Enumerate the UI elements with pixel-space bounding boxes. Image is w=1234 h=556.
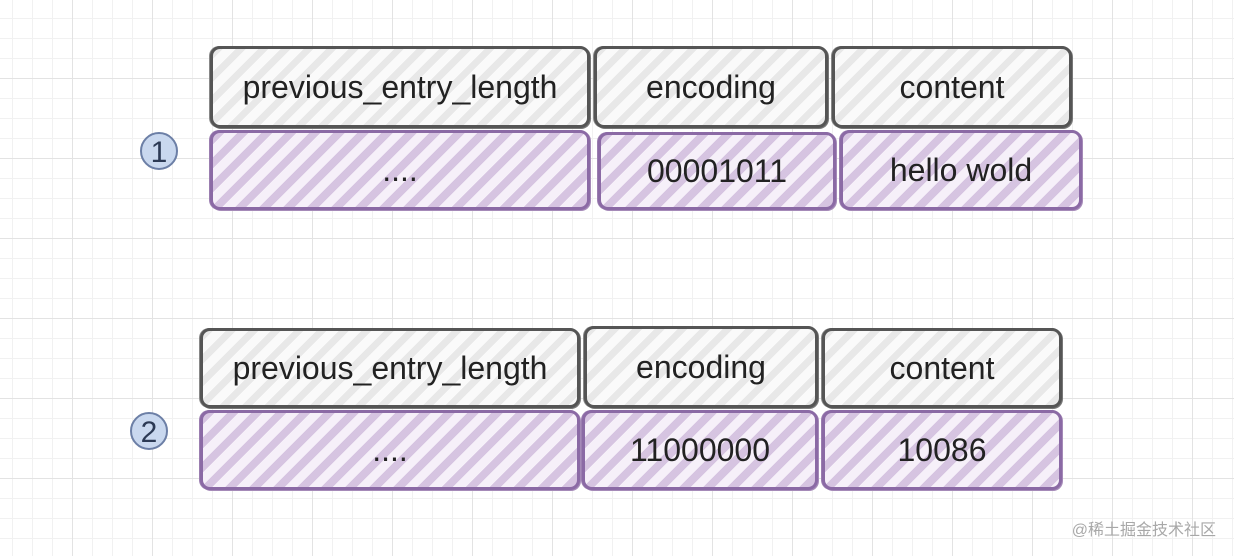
header-previous-entry-length-2: previous_entry_length <box>200 328 580 408</box>
header-previous-entry-length-1: previous_entry_length <box>210 46 590 128</box>
value-content-2: 10086 <box>822 410 1062 490</box>
header-encoding-2: encoding <box>584 326 818 408</box>
header-encoding-1: encoding <box>594 46 828 128</box>
step-badge-2: 2 <box>130 412 168 450</box>
watermark-text: @稀土掘金技术社区 <box>1071 522 1216 539</box>
value-encoding-1: 00001011 <box>598 132 836 210</box>
step-badge-1: 1 <box>140 132 178 170</box>
value-encoding-2: 11000000 <box>582 410 818 490</box>
header-content-2: content <box>822 328 1062 408</box>
value-content-1: hello wold <box>840 130 1082 210</box>
header-content-1: content <box>832 46 1072 128</box>
value-previous-entry-length-1: .... <box>210 130 590 210</box>
value-previous-entry-length-2: .... <box>200 410 580 490</box>
